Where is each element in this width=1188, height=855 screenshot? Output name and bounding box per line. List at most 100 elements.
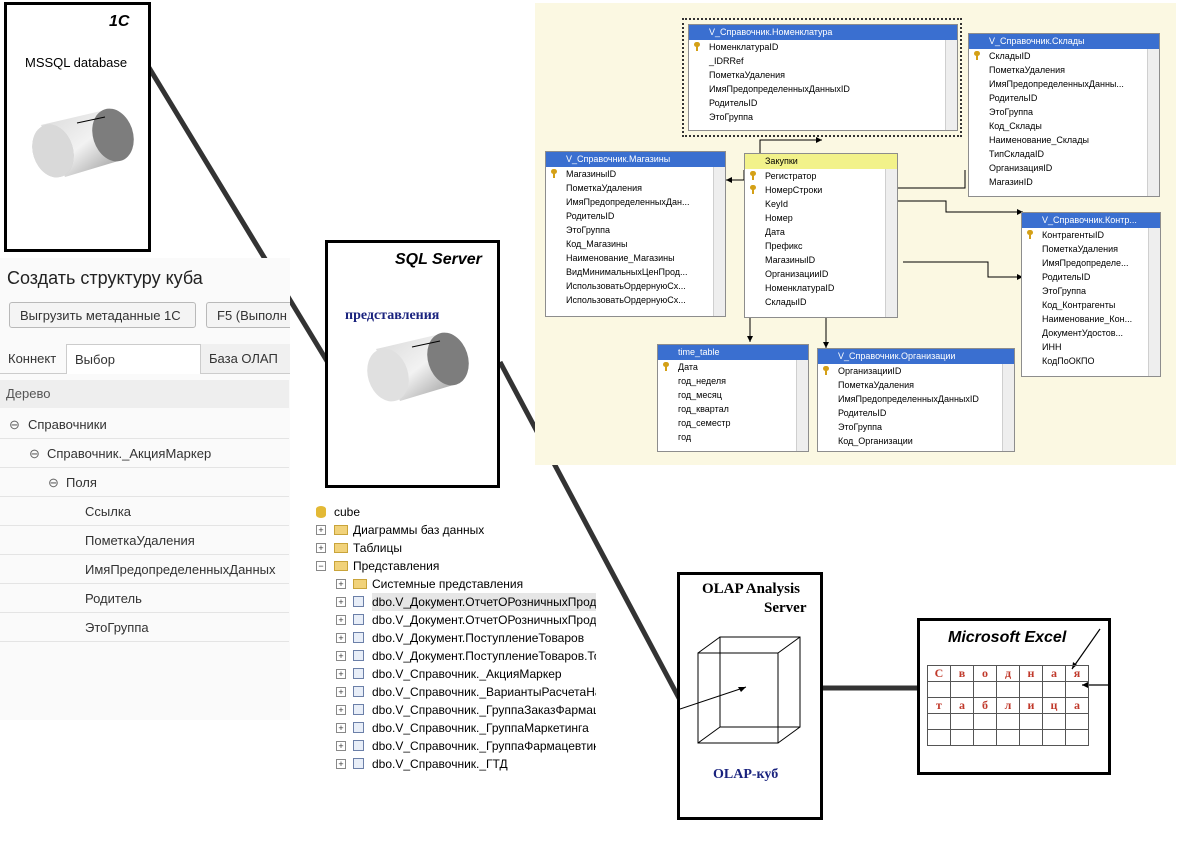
- table-row[interactable]: РодительID: [1042, 272, 1091, 282]
- table-row[interactable]: МагазиныID: [546, 167, 713, 181]
- table-row[interactable]: Регистратор: [745, 169, 885, 183]
- tab-metadata-select[interactable]: Выбор метаданных: [66, 344, 201, 397]
- table-row[interactable]: Дата: [658, 360, 796, 374]
- table-row[interactable]: ПометкаУдаления: [566, 183, 643, 193]
- table-row[interactable]: ПометкаУдаления: [989, 65, 1066, 75]
- tree-row-field[interactable]: Ссылка: [0, 498, 289, 526]
- scrollbar[interactable]: [1148, 228, 1160, 376]
- expand-icon[interactable]: +: [336, 615, 346, 625]
- table-organizacii[interactable]: V_Справочник.Организации ОрганизацииID П…: [817, 348, 1015, 452]
- table-row[interactable]: ЭтоГруппа: [709, 112, 754, 122]
- tree-row-fields[interactable]: ⊖ Поля: [0, 469, 289, 497]
- expand-icon[interactable]: +: [336, 705, 346, 715]
- table-row[interactable]: ПометкаУдаления: [709, 70, 786, 80]
- table-row[interactable]: ИмяПредопределе...: [1042, 258, 1129, 268]
- table-row[interactable]: ОрганизацииID: [818, 364, 1002, 378]
- table-row[interactable]: Код_Магазины: [566, 239, 628, 249]
- table-row[interactable]: ЭтоГруппа: [838, 422, 883, 432]
- tree-row-akcia-marker[interactable]: ⊖ Справочник._АкцияМаркер: [0, 440, 289, 468]
- expand-icon[interactable]: +: [316, 525, 326, 535]
- table-zakupki[interactable]: Закупки Регистратор НомерСтроки KeyId Но…: [744, 153, 898, 318]
- tree-row-field[interactable]: ЭтоГруппа: [0, 614, 289, 642]
- oe-view-item[interactable]: + dbo.V_Справочник._ГруппаМаркетинга: [316, 719, 596, 737]
- table-row[interactable]: ОрганизацияID: [989, 163, 1053, 173]
- table-magaziny[interactable]: V_Справочник.Магазины МагазиныID Пометка…: [545, 151, 726, 317]
- tree-row-field[interactable]: Родитель: [0, 585, 289, 613]
- table-row[interactable]: КонтрагентыID: [1022, 228, 1148, 242]
- run-f5-button[interactable]: F5 (Выполн: [206, 302, 290, 328]
- table-row[interactable]: ПометкаУдаления: [1042, 244, 1119, 254]
- table-row[interactable]: ВидМинимальныхЦенПрод...: [566, 267, 688, 277]
- table-row[interactable]: Наименование_Склады: [989, 135, 1089, 145]
- table-row[interactable]: Код_Контрагенты: [1042, 300, 1116, 310]
- table-kontragenty[interactable]: V_Справочник.Контр... КонтрагентыID Поме…: [1021, 212, 1161, 377]
- collapse-icon[interactable]: ⊖: [9, 417, 20, 432]
- table-row[interactable]: НоменклатураID: [765, 283, 835, 293]
- tree-row-field[interactable]: ИмяПредопределенныхДанных: [0, 556, 289, 584]
- table-row[interactable]: Префикс: [765, 241, 803, 251]
- table-row[interactable]: МагазинID: [989, 177, 1033, 187]
- expand-icon[interactable]: +: [336, 579, 346, 589]
- oe-view-item[interactable]: + dbo.V_Справочник._ГруппаФармацевтик: [316, 737, 596, 755]
- table-nomenklatura[interactable]: V_Справочник.Номенклатура НоменклатураID…: [688, 24, 958, 131]
- scrollbar[interactable]: [1147, 49, 1159, 196]
- table-row[interactable]: РодительID: [838, 408, 887, 418]
- expand-icon[interactable]: +: [336, 759, 346, 769]
- table-row[interactable]: ИНН: [1042, 342, 1062, 352]
- table-row[interactable]: Код_Склады: [989, 121, 1042, 131]
- expand-icon[interactable]: +: [336, 669, 346, 679]
- oe-view-item[interactable]: + dbo.V_Справочник._АкцияМаркер: [316, 665, 596, 683]
- expand-icon[interactable]: +: [336, 687, 346, 697]
- table-row[interactable]: KeyId: [765, 199, 789, 209]
- table-row[interactable]: РодительID: [989, 93, 1038, 103]
- table-row[interactable]: год_семестр: [678, 418, 731, 428]
- table-row[interactable]: КодПоОКПО: [1042, 356, 1095, 366]
- table-row[interactable]: ЭтоГруппа: [989, 107, 1034, 117]
- table-row[interactable]: ИмяПредопределенныхДанныхID: [838, 394, 979, 404]
- expand-icon[interactable]: +: [336, 741, 346, 751]
- table-row[interactable]: ЭтоГруппа: [1042, 286, 1087, 296]
- oe-view-item[interactable]: + dbo.V_Справочник._ГТД: [316, 755, 596, 773]
- table-row[interactable]: ИмяПредопределенныхДан...: [566, 197, 690, 207]
- tree-row-catalogs[interactable]: ⊖ Справочники: [0, 411, 289, 439]
- table-row[interactable]: ТипСкладаID: [989, 149, 1045, 159]
- table-time-table[interactable]: time_table Дата год_неделя год_месяц год…: [657, 344, 809, 452]
- oe-view-item[interactable]: + dbo.V_Документ.ПоступлениеТоваров: [316, 629, 596, 647]
- scrollbar[interactable]: [1002, 364, 1014, 451]
- table-row[interactable]: год_квартал: [678, 404, 729, 414]
- table-row[interactable]: Номер: [765, 213, 793, 223]
- oe-view-item[interactable]: + dbo.V_Документ.ПоступлениеТоваров.То: [316, 647, 596, 665]
- table-row[interactable]: _IDRRef: [709, 56, 744, 66]
- table-row[interactable]: СкладыID: [969, 49, 1147, 63]
- scrollbar[interactable]: [796, 360, 808, 451]
- table-row[interactable]: ИмяПредопределенныхДанныхID: [709, 84, 850, 94]
- table-row[interactable]: ОрганизацииID: [765, 269, 829, 279]
- oe-view-item[interactable]: + dbo.V_Документ.ОтчетОРозничныхПрод: [316, 593, 596, 611]
- table-row[interactable]: Код_Организации: [838, 436, 913, 446]
- scrollbar[interactable]: [945, 40, 957, 130]
- scrollbar[interactable]: [713, 167, 725, 316]
- oe-view-item[interactable]: + dbo.V_Справочник._ГруппаЗаказФармац: [316, 701, 596, 719]
- expand-icon[interactable]: +: [336, 723, 346, 733]
- table-row[interactable]: ИмяПредопределенныхДанны...: [989, 79, 1124, 89]
- table-row[interactable]: ДокументУдостов...: [1042, 328, 1124, 338]
- table-row[interactable]: РодительID: [566, 211, 615, 221]
- table-row[interactable]: ИспользоватьОрдернуюСх...: [566, 295, 686, 305]
- collapse-icon[interactable]: −: [316, 561, 326, 571]
- expand-icon[interactable]: +: [336, 633, 346, 643]
- table-row[interactable]: НомерСтроки: [745, 183, 885, 197]
- table-row[interactable]: год: [678, 432, 692, 442]
- table-row[interactable]: ПометкаУдаления: [838, 380, 915, 390]
- table-row[interactable]: НоменклатураID: [689, 40, 945, 54]
- scrollbar[interactable]: [885, 169, 897, 317]
- table-row[interactable]: Наименование_Магазины: [566, 253, 675, 263]
- table-row[interactable]: Наименование_Кон...: [1042, 314, 1133, 324]
- collapse-icon[interactable]: ⊖: [29, 446, 40, 461]
- table-row[interactable]: ЭтоГруппа: [566, 225, 611, 235]
- table-row[interactable]: СкладыID: [765, 297, 807, 307]
- table-row[interactable]: МагазиныID: [765, 255, 816, 265]
- table-sklady[interactable]: V_Справочник.Склады СкладыID ПометкаУдал…: [968, 33, 1160, 197]
- tab-connect[interactable]: Коннект: [0, 344, 66, 374]
- table-row[interactable]: год_месяц: [678, 390, 722, 400]
- oe-view-item[interactable]: + dbo.V_Справочник._ВариантыРасчетаНа: [316, 683, 596, 701]
